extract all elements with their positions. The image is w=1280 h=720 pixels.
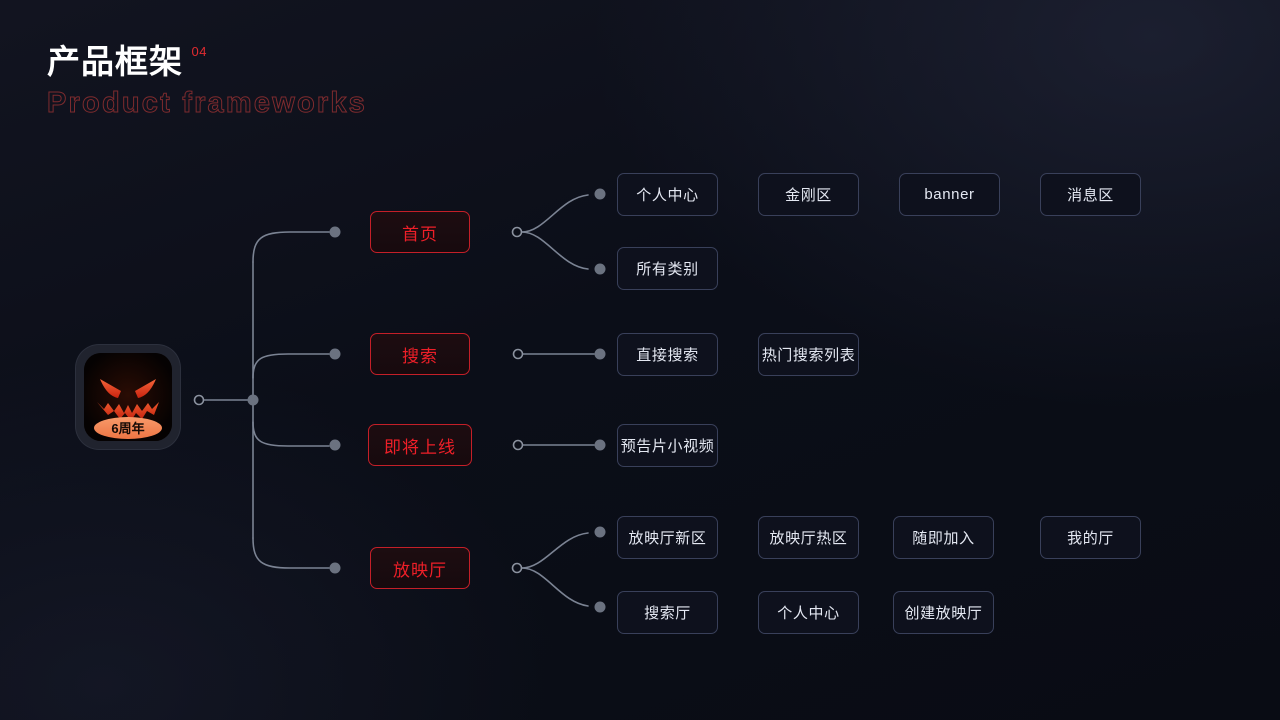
node-all-categories[interactable]: 所有类别 [617,247,718,290]
node-my-hall[interactable]: 我的厅 [1040,516,1141,559]
node-coming-soon[interactable]: 即将上线 [368,424,472,466]
node-direct-search[interactable]: 直接搜索 [617,333,718,376]
page-title-en: Product frameworks [46,86,368,119]
node-search[interactable]: 搜索 [370,333,470,375]
page-title-cn: 产品框架 04 [47,43,206,81]
wire-dot-search-hall [594,601,606,613]
wire-dot-direct-search [594,348,606,360]
wire-dot-home [329,226,341,238]
page-title-index: 04 [191,44,207,59]
page-title-cn-text: 产品框架 [47,43,183,80]
wire-dot-all-categories [594,263,606,275]
wire-dot-screening-room [329,562,341,574]
wire-dot-search [329,348,341,360]
node-message-zone[interactable]: 消息区 [1040,173,1141,216]
wire-dot-trailer-video [594,439,606,451]
wire-split-screening-room [511,562,523,574]
node-screening-room[interactable]: 放映厅 [370,547,470,589]
wire-split-coming-soon [512,439,524,451]
page-title: 产品框架 04 Product frameworks [46,43,368,120]
node-trailer-video[interactable]: 预告片小视频 [617,424,718,467]
node-search-hall[interactable]: 搜索厅 [617,591,718,634]
node-hall-new-zone[interactable]: 放映厅新区 [617,516,718,559]
pumpkin-face-icon: 6周年 [84,353,172,441]
wire-split-search [512,348,524,360]
wire-hub-dot [247,394,259,406]
wire-dot-coming-soon [329,439,341,451]
node-hot-search-list[interactable]: 热门搜索列表 [758,333,859,376]
node-kingkong-zone[interactable]: 金刚区 [758,173,859,216]
node-home[interactable]: 首页 [370,211,470,253]
wire-dot-hall-new [594,526,606,538]
node-banner[interactable]: banner [899,173,1000,216]
node-join-anytime[interactable]: 随即加入 [893,516,994,559]
app-logo: 6周年 [76,345,180,449]
node-create-hall[interactable]: 创建放映厅 [893,591,994,634]
wire-dot-personal-center [594,188,606,200]
node-personal-center[interactable]: 个人中心 [617,173,718,216]
node-hall-hot-zone[interactable]: 放映厅热区 [758,516,859,559]
wire-origin-dot [193,394,205,406]
app-logo-face: 6周年 [84,353,172,441]
wire-split-home [511,226,523,238]
node-personal-center-2[interactable]: 个人中心 [758,591,859,634]
anniversary-badge-text: 6周年 [111,421,144,436]
